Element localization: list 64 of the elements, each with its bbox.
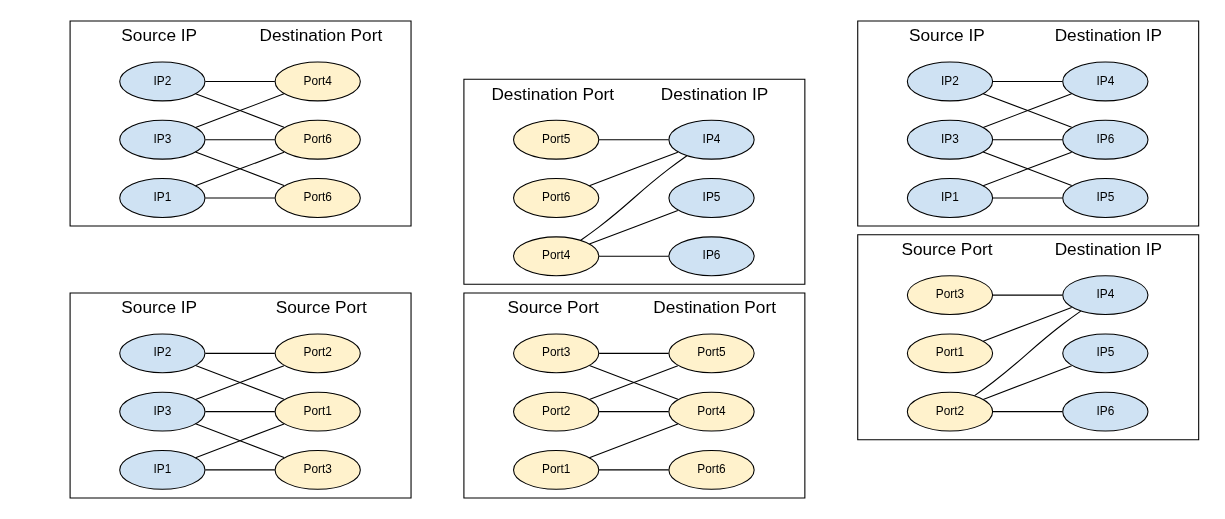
connector — [588, 423, 678, 459]
connector — [579, 155, 687, 241]
connector — [204, 411, 275, 413]
connector — [204, 80, 275, 82]
node-ellipse: Port1 — [906, 333, 993, 374]
connector — [598, 411, 669, 413]
node-ellipse: Port6 — [274, 178, 361, 218]
node-ellipse: Port4 — [667, 391, 755, 432]
node-ellipse: IP6 — [1061, 119, 1148, 160]
connector — [991, 411, 1063, 413]
node-ellipse: IP3 — [906, 119, 993, 160]
connector — [194, 365, 285, 400]
node-ellipse: Port3 — [906, 275, 993, 316]
connector — [991, 80, 1063, 82]
node-ellipse: Port5 — [667, 333, 755, 374]
node-ellipse: IP5 — [1061, 178, 1148, 218]
node-ellipse: Port4 — [512, 236, 599, 277]
node-ellipse: IP5 — [1061, 333, 1148, 374]
node-ellipse: Port1 — [512, 449, 599, 490]
connector — [982, 365, 1072, 400]
node-ellipse: IP4 — [1061, 275, 1148, 316]
node-ellipse: Port4 — [274, 61, 361, 102]
node-ellipse: IP5 — [667, 178, 755, 218]
node-ellipse: Port3 — [274, 449, 361, 490]
connector — [194, 423, 285, 459]
connector — [598, 469, 669, 471]
connector — [588, 209, 678, 245]
node-ellipse: IP6 — [667, 236, 755, 277]
node-ellipse: Port3 — [512, 333, 599, 374]
connector — [204, 139, 275, 141]
node-ellipse: IP1 — [118, 449, 205, 490]
connector — [982, 151, 1072, 187]
node-ellipse: Port2 — [906, 391, 993, 432]
node-ellipse: IP6 — [1061, 391, 1148, 432]
node-ellipse: IP1 — [118, 178, 205, 218]
connector — [204, 469, 275, 471]
connector — [598, 255, 669, 257]
connector — [588, 151, 678, 187]
connector — [598, 352, 669, 354]
node-ellipse: Port5 — [512, 119, 599, 160]
node-ellipse: Port1 — [274, 391, 361, 432]
node-ellipse: IP2 — [906, 61, 993, 102]
node-ellipse: Port2 — [274, 333, 361, 374]
node-ellipse: Port2 — [512, 391, 599, 432]
connector — [982, 306, 1072, 342]
connector — [204, 352, 275, 354]
node-ellipse: IP2 — [118, 61, 205, 102]
node-ellipse: IP2 — [118, 333, 205, 374]
connector — [204, 197, 275, 199]
node-ellipse: IP4 — [1061, 61, 1148, 102]
node-ellipse: IP4 — [667, 119, 755, 160]
node-ellipse: Port6 — [512, 178, 599, 218]
connector — [991, 294, 1063, 296]
node-ellipse: Port6 — [274, 119, 361, 160]
connector — [598, 139, 669, 141]
node-ellipse: IP3 — [118, 119, 205, 160]
connector — [194, 151, 285, 187]
node-ellipse: Port6 — [667, 449, 755, 490]
connector — [991, 139, 1063, 141]
connector — [973, 310, 1081, 397]
node-ellipse: IP3 — [118, 391, 205, 432]
connector — [588, 365, 678, 400]
connector — [991, 197, 1063, 199]
node-ellipse: IP1 — [906, 178, 993, 218]
